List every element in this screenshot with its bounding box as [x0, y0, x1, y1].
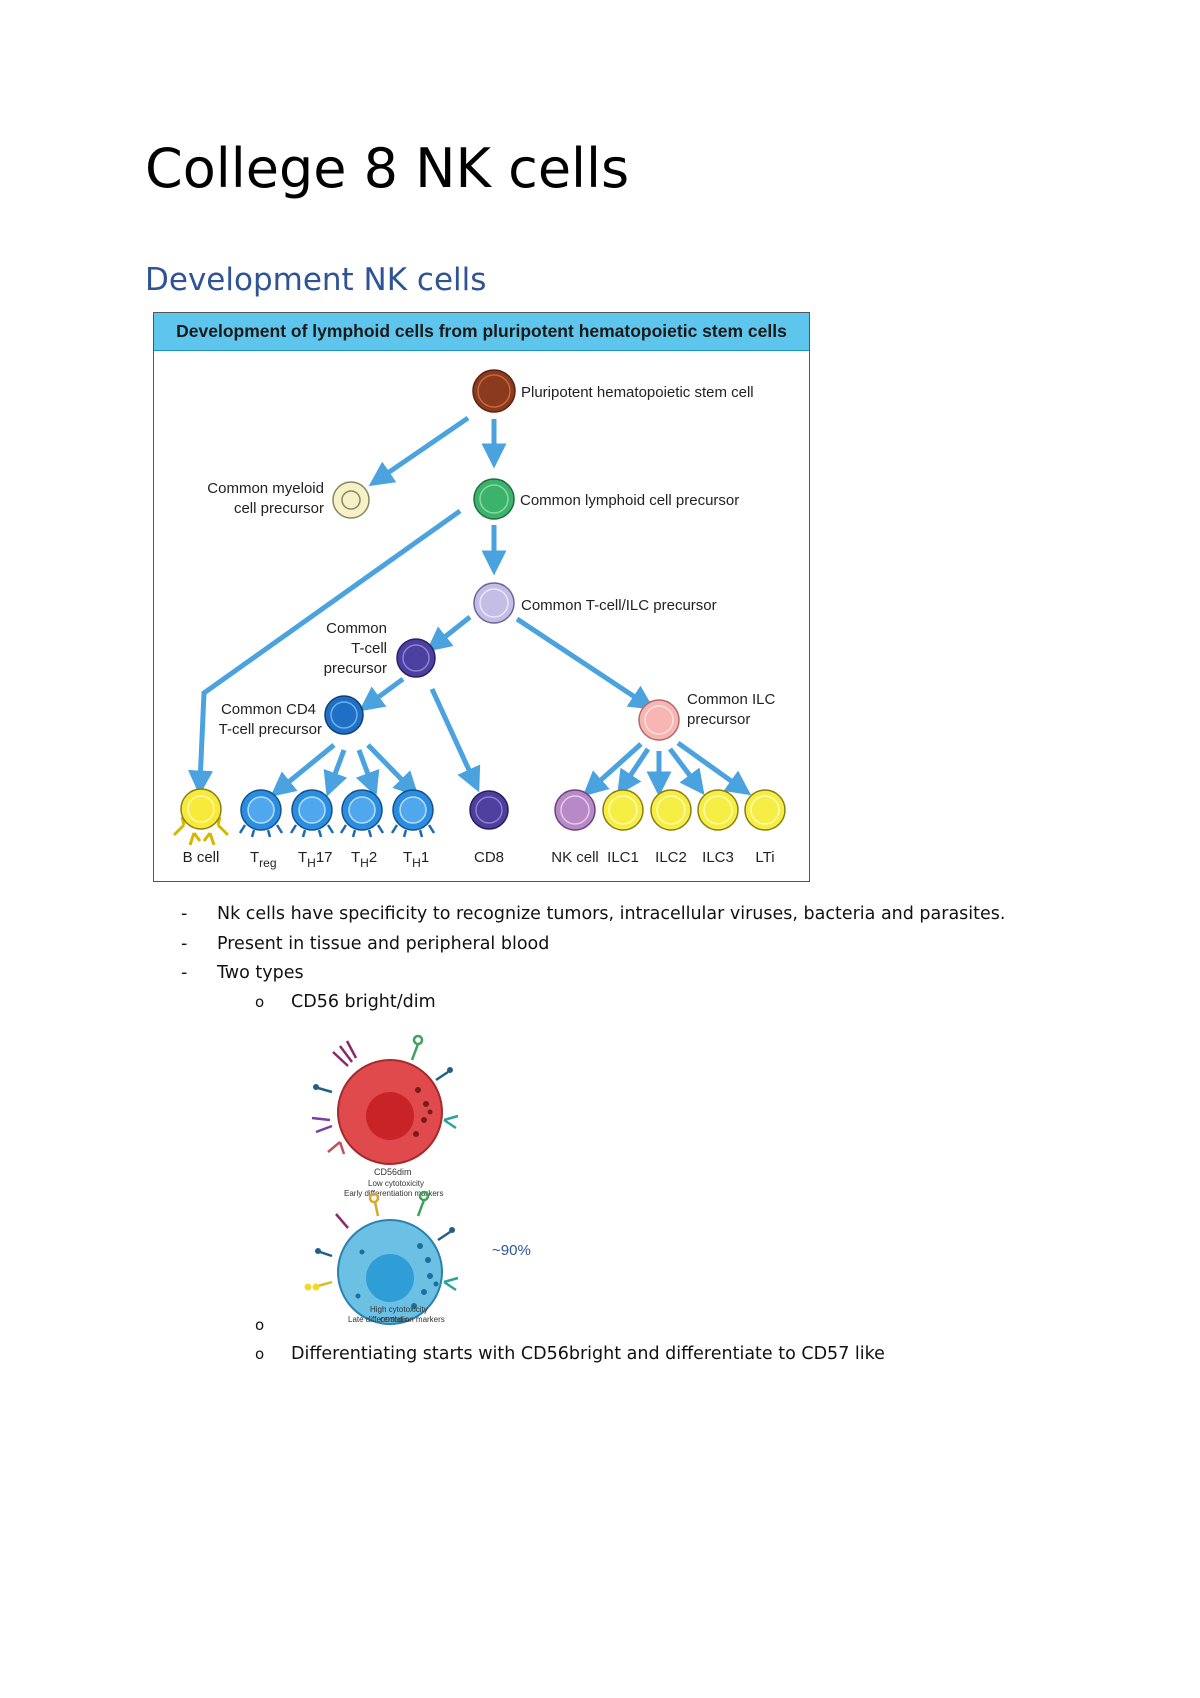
- arrows: [188, 415, 752, 797]
- sub-bullet-text: Differentiating starts with CD56bright a…: [291, 1344, 885, 1364]
- th17-cell: [289, 789, 335, 838]
- bcell: [172, 788, 230, 846]
- arrow-cd4-to-th17: [323, 749, 348, 797]
- cd56-red-cell: [311, 1034, 459, 1165]
- arrow-tcell-to-cd8: [429, 687, 481, 793]
- arrow-cd4-to-treg: [270, 743, 336, 797]
- myeloid-precursor-cell: [332, 481, 370, 519]
- cd4-label-2: T-cell precursor: [219, 721, 322, 738]
- nk-label: NK cell: [551, 849, 599, 866]
- th2-cell: [339, 789, 385, 838]
- sub-bullet-marker: o: [255, 1345, 265, 1363]
- cd56-cells-figure: CD56dim Low cytotoxicity Early different…: [296, 1020, 536, 1325]
- cd8-cell: [469, 790, 509, 830]
- th1-label: TH1: [403, 849, 429, 870]
- ilc1-label: ILC1: [607, 849, 639, 866]
- myeloid-label-1: Common myeloid: [207, 480, 324, 497]
- bullet-text: Present in tissue and peripheral blood: [217, 934, 550, 954]
- cd8-label: CD8: [474, 849, 504, 866]
- th1-cell: [390, 789, 436, 838]
- bullet-marker: -: [181, 934, 188, 954]
- cd56-dim-line2: Early differentiation markers: [344, 1189, 443, 1198]
- page-title: College 8 NK cells: [145, 137, 630, 200]
- ilc-precursor-cell: [638, 699, 680, 741]
- sub-bullet-marker: o: [255, 993, 265, 1011]
- cd56-bright-line1: High cytotoxicity: [370, 1305, 428, 1314]
- ilc1-cell: [602, 789, 644, 831]
- cd4-label-1: Common CD4: [221, 701, 316, 718]
- cd56-dim-line1: Low cytotoxicity: [368, 1179, 424, 1188]
- lti-cell: [744, 789, 786, 831]
- lti-label: LTi: [755, 849, 774, 866]
- ilc2-cell: [650, 789, 692, 831]
- sub-bullet-marker: o: [255, 1316, 265, 1334]
- percent-label: ~90%: [492, 1242, 531, 1259]
- tcell-label-3: precursor: [324, 660, 387, 677]
- arrow-ilc-to-ilc3: [668, 747, 705, 795]
- bullet-marker: -: [181, 963, 188, 983]
- ilc-label-1: Common ILC: [687, 691, 776, 708]
- ilc2-label: ILC2: [655, 849, 687, 866]
- diagram-canvas: Pluripotent hematopoietic stem cell Comm…: [172, 369, 786, 870]
- cd4-precursor-cell: [324, 695, 364, 735]
- cd56-bright-label: CD56dim: [380, 1317, 409, 1324]
- bcell-label: B cell: [183, 849, 220, 866]
- cd56-cells-canvas: CD56dim Low cytotoxicity Early different…: [304, 1034, 531, 1325]
- ilc3-cell: [697, 789, 739, 831]
- tilc-label: Common T-cell/ILC precursor: [521, 597, 717, 614]
- arrow-ilc-to-lti: [676, 740, 752, 796]
- cd56-dim-label: CD56dim: [374, 1167, 412, 1177]
- diagram-title: Development of lymphoid cells from pluri…: [154, 313, 809, 351]
- stem-label: Pluripotent hematopoietic stem cell: [521, 384, 754, 401]
- bullet-marker: -: [181, 904, 188, 924]
- cd56-blue-cell: [304, 1190, 459, 1325]
- arrow-tcell-to-cd4: [358, 676, 405, 712]
- ilc-label-2: precursor: [687, 711, 750, 728]
- tcell-precursor-cell: [396, 638, 436, 678]
- stem-cell: [472, 369, 516, 413]
- arrow-cd4-to-th1: [366, 743, 419, 797]
- tcell-label-2: T-cell: [351, 640, 387, 657]
- arrow-ilc-to-ilc1: [617, 747, 651, 796]
- treg-label: Treg: [250, 849, 277, 870]
- arrow-lymphoid-to-bcell: [188, 508, 462, 796]
- arrow-tilc-to-ilc: [515, 616, 655, 710]
- arrow-stem-to-myeloid: [368, 415, 470, 487]
- arrow-tilc-to-tcell: [426, 615, 472, 652]
- tilc-precursor-cell: [473, 582, 515, 624]
- treg-cell: [238, 789, 284, 838]
- sub-bullet-text: CD56 bright/dim: [291, 992, 436, 1012]
- arrow-cd4-to-th2: [355, 749, 380, 797]
- cd56-bright-line2: Late differentiation markers: [348, 1315, 445, 1324]
- nk-cell: [554, 789, 596, 831]
- tcell-label-1: Common: [326, 620, 387, 637]
- ilc3-label: ILC3: [702, 849, 734, 866]
- myeloid-label-2: cell precursor: [234, 500, 324, 517]
- lymphoid-precursor-cell: [473, 478, 515, 520]
- th2-label: TH2: [351, 849, 377, 870]
- arrow-ilc-to-nk: [582, 742, 643, 797]
- bullet-text: Nk cells have specificity to recognize t…: [217, 904, 1006, 924]
- lymphoid-label: Common lymphoid cell precursor: [520, 492, 739, 509]
- bullet-text: Two types: [217, 963, 304, 983]
- section-heading: Development NK cells: [145, 262, 487, 298]
- lymphoid-development-diagram: Development of lymphoid cells from pluri…: [153, 312, 810, 882]
- th17-label: TH17: [298, 849, 333, 870]
